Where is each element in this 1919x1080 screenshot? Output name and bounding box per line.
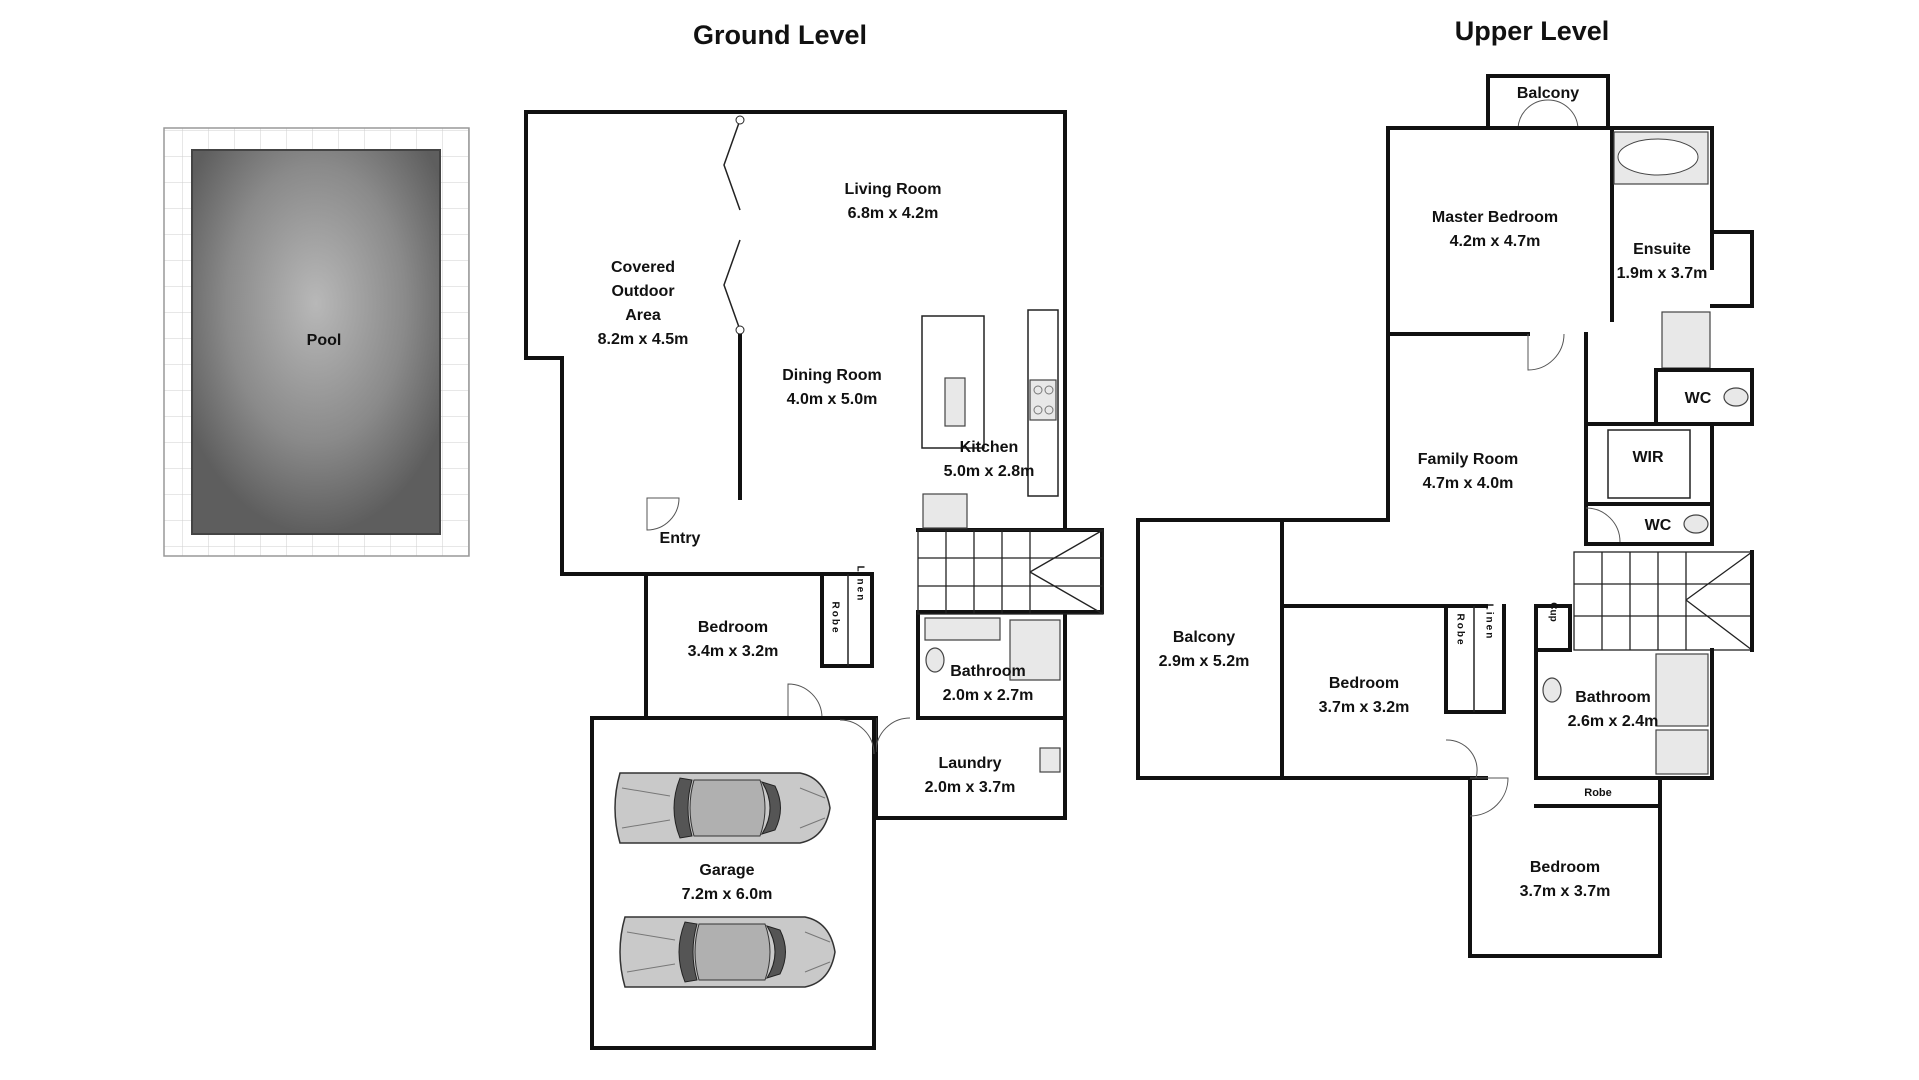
- living-room-label: Living Room: [845, 181, 942, 198]
- garage-label: Garage: [699, 862, 754, 879]
- bathroom-label: Bathroom: [950, 663, 1026, 680]
- ground-level-walls: [524, 110, 1104, 1050]
- covered-outdoor-label-3: Area: [625, 307, 661, 324]
- balcony-top-label: Balcony: [1517, 85, 1579, 102]
- balcony-side-size: 2.9m x 5.2m: [1159, 653, 1250, 670]
- balcony-side-label: Balcony: [1173, 629, 1235, 646]
- covered-outdoor-size: 8.2m x 4.5m: [598, 331, 689, 348]
- laundry-size: 2.0m x 3.7m: [925, 779, 1016, 796]
- master-bedroom-size: 4.2m x 4.7m: [1450, 233, 1541, 250]
- living-room-size: 6.8m x 4.2m: [848, 205, 939, 222]
- linen-vertical-label: Linen: [855, 566, 866, 603]
- bedroom2-size: 3.7m x 3.2m: [1319, 699, 1410, 716]
- kitchen-label: Kitchen: [960, 439, 1019, 456]
- bedroom-label: Bedroom: [698, 619, 768, 636]
- pool-label: Pool: [307, 332, 342, 349]
- bedroom3-size: 3.7m x 3.7m: [1520, 883, 1611, 900]
- family-room-label: Family Room: [1418, 451, 1518, 468]
- wc-upper-label-1: WC: [1685, 390, 1712, 407]
- bedroom3-label: Bedroom: [1530, 859, 1600, 876]
- pool: Pool: [163, 127, 470, 557]
- bedroom-size: 3.4m x 3.2m: [688, 643, 779, 660]
- car-bottom: [619, 916, 836, 988]
- upper-level-title: Upper Level: [1455, 16, 1610, 46]
- robe-small-label: Robe: [1584, 787, 1612, 799]
- ensuite-size: 1.9m x 3.7m: [1617, 265, 1708, 282]
- upper-labels: Balcony Master Bedroom 4.2m x 4.7m Ensui…: [1159, 85, 1712, 900]
- upper-bathroom-label: Bathroom: [1575, 689, 1651, 706]
- laundry-label: Laundry: [938, 755, 1001, 772]
- bedroom2-label: Bedroom: [1329, 675, 1399, 692]
- upper-linen-vertical-label: Linen: [1484, 604, 1495, 641]
- dining-room-label: Dining Room: [782, 367, 882, 384]
- upper-level-walls: [1136, 74, 1754, 958]
- dining-room-size: 4.0m x 5.0m: [787, 391, 878, 408]
- garage-size: 7.2m x 6.0m: [682, 886, 773, 903]
- wc-upper-label-2: WC: [1645, 517, 1672, 534]
- master-bedroom-label: Master Bedroom: [1432, 209, 1558, 226]
- ensuite-label: Ensuite: [1633, 241, 1691, 258]
- ground-labels: Living Room 6.8m x 4.2m Covered Outdoor …: [598, 181, 1035, 903]
- upper-robe-vertical-label: Robe: [1455, 614, 1466, 647]
- bathroom-size: 2.0m x 2.7m: [943, 687, 1034, 704]
- cupboard-vertical-label: Cup: [1548, 602, 1559, 621]
- covered-outdoor-label-1: Covered: [611, 259, 675, 276]
- ground-level-title: Ground Level: [693, 20, 867, 50]
- car-top: [614, 772, 831, 844]
- kitchen-size: 5.0m x 2.8m: [944, 463, 1035, 480]
- upper-bathroom-size: 2.6m x 2.4m: [1568, 713, 1659, 730]
- family-room-size: 4.7m x 4.0m: [1423, 475, 1514, 492]
- covered-outdoor-label-2: Outdoor: [611, 283, 674, 300]
- entry-label: Entry: [660, 530, 701, 547]
- robe-vertical-label: Robe: [830, 602, 841, 635]
- wir-label: WIR: [1632, 449, 1664, 466]
